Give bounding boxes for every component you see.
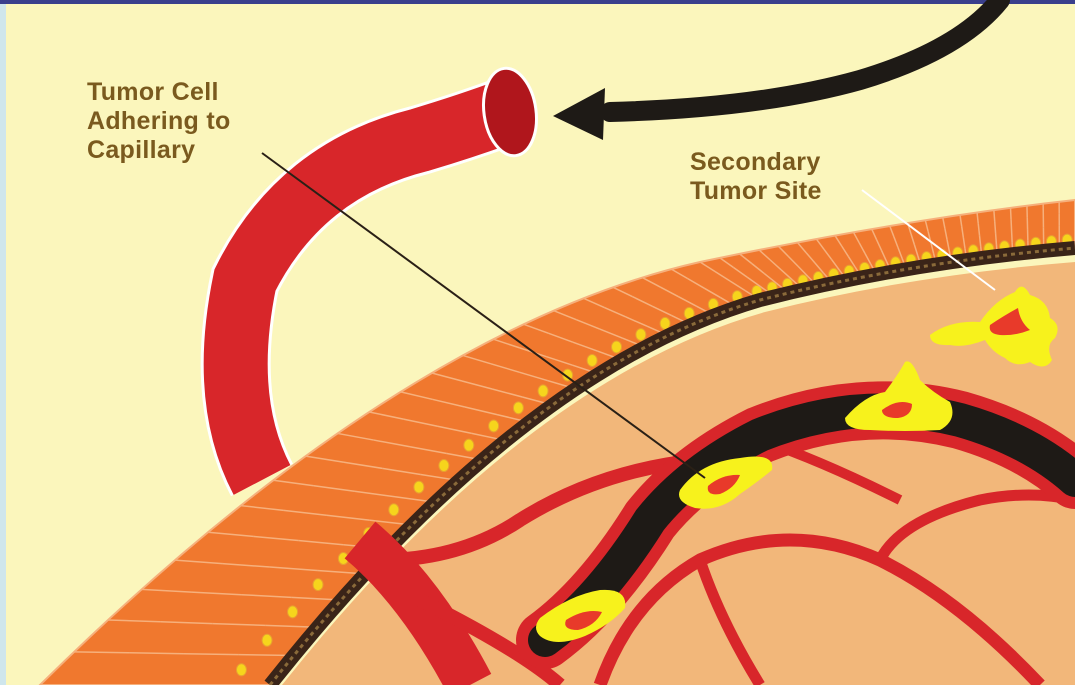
top-border <box>0 0 1075 4</box>
cell-nucleus <box>288 606 298 618</box>
secondary-site-label: Secondary Tumor Site <box>690 148 822 206</box>
cell-nucleus <box>513 402 523 414</box>
cell-wall <box>1011 208 1012 220</box>
cell-wall <box>74 652 129 653</box>
cell-wall <box>994 210 995 221</box>
cell-nucleus <box>587 354 597 366</box>
cell-nucleus <box>389 504 399 516</box>
tumor-cell-label-line-1: Tumor Cell <box>87 78 231 107</box>
tumor-cell-label-line-3: Capillary <box>87 136 231 165</box>
cell-wall <box>1011 219 1012 231</box>
cell-nucleus <box>538 385 548 397</box>
tumor-cell-label: Tumor Cell Adhering to Capillary <box>87 78 231 165</box>
cell-wall <box>995 222 996 233</box>
cell-nucleus <box>313 579 323 591</box>
cell-nucleus <box>236 664 246 676</box>
secondary-site-label-line-1: Secondary <box>690 148 822 177</box>
cell-wall <box>996 233 997 244</box>
cell-wall <box>129 653 184 654</box>
cell-nucleus <box>489 420 499 432</box>
secondary-site-label-line-2: Tumor Site <box>690 177 822 206</box>
cell-nucleus <box>612 341 622 353</box>
cell-nucleus <box>262 634 272 646</box>
cell-nucleus <box>414 481 424 493</box>
cell-nucleus <box>660 317 670 329</box>
tumor-cell-label-line-2: Adhering to <box>87 107 231 136</box>
cell-nucleus <box>464 439 474 451</box>
cell-nucleus <box>439 460 449 472</box>
cell-wall <box>184 654 239 655</box>
cell-wall <box>1012 231 1013 243</box>
cell-nucleus <box>636 329 646 341</box>
